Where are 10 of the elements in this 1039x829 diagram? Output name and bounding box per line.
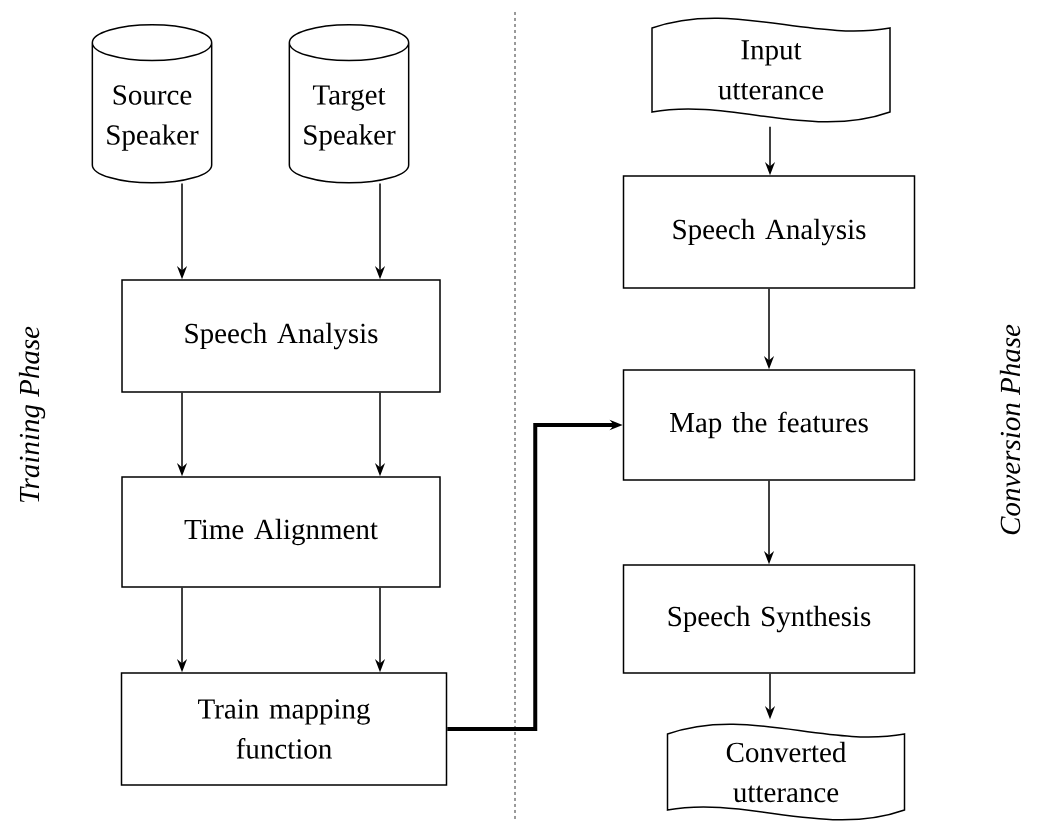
database-cylinder: Target Speaker	[288, 24, 410, 184]
process-box: Speech Analysis	[121, 279, 441, 393]
process-box: Speech Synthesis	[622, 564, 916, 674]
process-box: Time Alignment	[121, 476, 441, 588]
phase-label: Conversion Phase	[999, 324, 1021, 535]
database-cylinder: Source Speaker	[91, 24, 213, 184]
process-box: Train mapping function	[120, 672, 448, 786]
process-box: Map the features	[622, 369, 916, 481]
phase-label: Training Phase	[18, 326, 46, 503]
process-box: Speech Analysis	[622, 175, 916, 289]
